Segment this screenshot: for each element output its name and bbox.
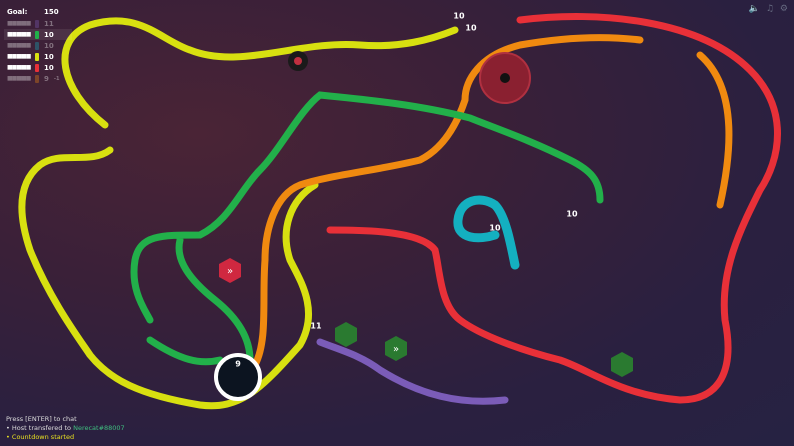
bomb-icon — [500, 73, 510, 83]
player-row: ■■■■■10 — [7, 63, 54, 72]
player-row: ■■■■■11 — [7, 19, 54, 28]
bomb-icon — [294, 57, 302, 65]
green-trail — [130, 91, 604, 366]
goal-value: 150 — [44, 8, 59, 16]
player-label: 11 — [310, 321, 322, 331]
player-row: ■■■■■10 — [7, 52, 54, 61]
player-score: 10 — [44, 63, 54, 72]
music-icon[interactable]: ♫ — [765, 4, 774, 14]
speed-powerup-red: » — [219, 258, 241, 283]
player-score: 11 — [44, 19, 54, 28]
hand-powerup-green — [611, 352, 633, 377]
yellow-trail — [61, 17, 459, 129]
spawn-circle — [214, 353, 262, 401]
player-score: 9 — [44, 74, 49, 83]
player-label: 10 — [566, 209, 578, 219]
svg-text:»: » — [393, 344, 399, 355]
chat-prompt[interactable]: Press [ENTER] to chat — [6, 415, 77, 423]
red-trail — [326, 13, 781, 404]
spawn-countdown: 9 — [235, 359, 241, 369]
chat-panel: Press [ENTER] to chat • Host transfered … — [6, 415, 125, 442]
player-row: ■■■■■10 — [7, 41, 54, 50]
player-score: 10 — [44, 41, 54, 50]
speaker-icon[interactable]: 🔈 — [748, 4, 760, 14]
speed-powerup-green: » — [385, 336, 407, 361]
player-row: ■■■■■9-1 — [7, 74, 60, 83]
chat-message: • Host transfered to — [6, 424, 74, 432]
host-name: Nerecat#88007 — [73, 424, 125, 432]
shield-powerup-green — [335, 322, 357, 347]
player-row: ■■■■■10 — [4, 29, 72, 40]
player-score: 10 — [44, 30, 54, 39]
chat-message: • Countdown started — [6, 433, 75, 441]
player-score: 10 — [44, 52, 54, 61]
top-icons: 🔈 ♫ ⚙ — [749, 4, 788, 14]
player-label: 10 — [453, 11, 465, 21]
player-label: 10 — [489, 223, 501, 233]
svg-text:»: » — [227, 266, 233, 277]
score-delta: -1 — [53, 75, 60, 82]
player-label: 10 — [465, 23, 477, 33]
orange-trail — [251, 34, 733, 369]
purple-trail — [316, 338, 509, 405]
yellow-trail — [18, 146, 319, 410]
cyan-trail — [453, 195, 520, 270]
gear-icon[interactable]: ⚙ — [779, 4, 788, 14]
goal-label: Goal: — [7, 8, 28, 16]
scoreboard: Goal: 150 ■■■■■11 ■■■■■10 ■■■■■10 ■■■■■10… — [4, 6, 72, 84]
